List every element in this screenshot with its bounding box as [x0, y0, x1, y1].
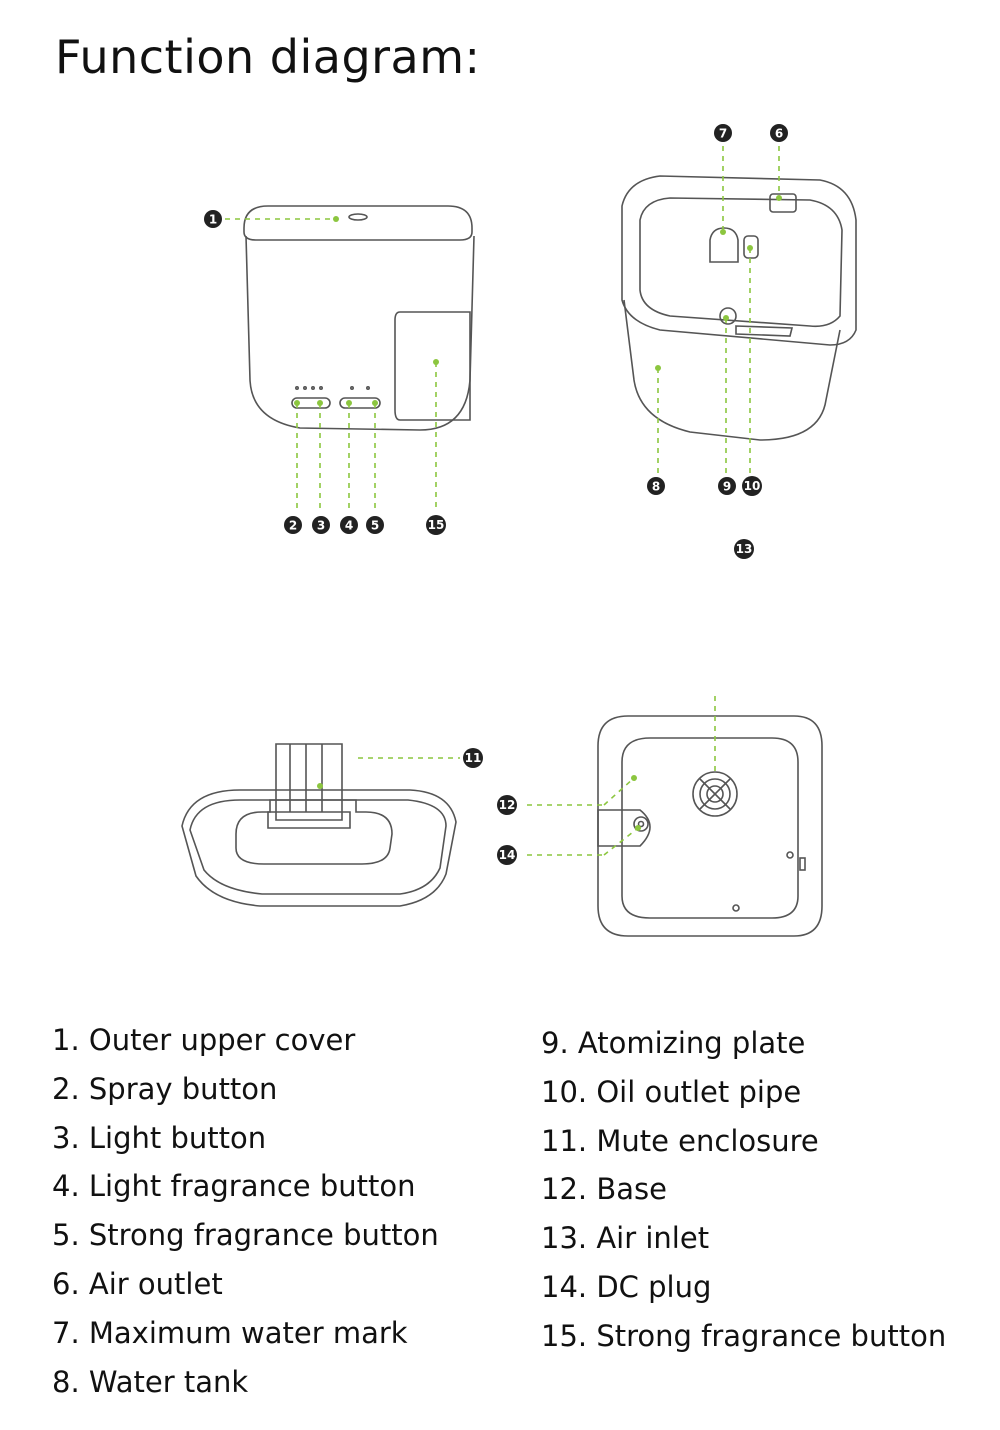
callout-2: 2: [284, 516, 302, 534]
callout-10: 10: [742, 476, 762, 496]
svg-text:5: 5: [371, 519, 379, 533]
callout-badges: 1 2 3 4 5 6 7 8 9 10 11 12 13 14 15: [204, 124, 788, 865]
callout-12: 12: [497, 795, 517, 815]
callout-5: 5: [366, 516, 384, 534]
legend-item: 11. Mute enclosure: [541, 1123, 819, 1158]
legend-item: 2. Spray button: [52, 1071, 278, 1106]
svg-text:2: 2: [289, 519, 297, 533]
svg-text:4: 4: [345, 519, 353, 533]
callout-6: 6: [770, 124, 788, 142]
svg-text:11: 11: [465, 751, 482, 765]
legend-right: 9. Atomizing plate 10. Oil outlet pipe 1…: [541, 1019, 946, 1361]
legend-item: 15. Strong fragrance button: [541, 1318, 947, 1353]
svg-text:13: 13: [736, 542, 753, 556]
legend-item: 1. Outer upper cover: [52, 1023, 356, 1057]
svg-text:15: 15: [428, 518, 445, 532]
svg-text:3: 3: [317, 519, 325, 533]
legend-item: 14. DC plug: [541, 1269, 712, 1304]
svg-text:7: 7: [719, 127, 727, 141]
svg-text:1: 1: [209, 213, 217, 227]
callout-7: 7: [714, 124, 732, 142]
callout-11: 11: [463, 748, 483, 768]
callout-9: 9: [718, 477, 736, 495]
legend-item: 9. Atomizing plate: [541, 1026, 806, 1060]
bottom-view-illustration: [597, 715, 823, 937]
legend-item: 10. Oil outlet pipe: [541, 1074, 802, 1109]
callout-4: 4: [340, 516, 358, 534]
page-title: Function diagram:: [55, 30, 481, 84]
callout-1: 1: [204, 210, 222, 228]
base-illustration: [181, 743, 457, 907]
callout-14: 14: [497, 845, 517, 865]
legend-item: 4. Light fragrance button: [52, 1169, 416, 1204]
legend-item: 3. Light button: [52, 1120, 267, 1155]
callout-3: 3: [312, 516, 330, 534]
legend-item: 5. Strong fragrance button: [52, 1218, 439, 1253]
svg-text:8: 8: [652, 480, 660, 494]
svg-text:6: 6: [775, 127, 783, 141]
callout-13: 13: [734, 539, 754, 559]
legend-item: 6. Air outlet: [52, 1266, 223, 1301]
callout-8: 8: [647, 477, 665, 495]
legend-item: 7. Maximum water mark: [52, 1315, 408, 1350]
svg-text:14: 14: [499, 848, 516, 862]
legend-item: 12. Base: [541, 1172, 667, 1207]
legend-item: 8. Water tank: [52, 1364, 249, 1399]
product-diagram: 1 2 3 4 5 6 7 8 9 10 11 12 13 14 15: [181, 124, 857, 937]
front-view-illustration: [243, 205, 475, 431]
legend-left: 1. Outer upper cover 2. Spray button 3. …: [52, 1016, 439, 1406]
svg-text:12: 12: [499, 798, 516, 812]
leader-dots: [294, 195, 782, 831]
svg-text:10: 10: [744, 479, 761, 493]
legend-item: 13. Air inlet: [541, 1221, 710, 1256]
svg-text:9: 9: [723, 480, 731, 494]
leader-lines: [225, 146, 780, 856]
open-tank-illustration: [621, 175, 857, 441]
callout-15: 15: [426, 515, 446, 535]
